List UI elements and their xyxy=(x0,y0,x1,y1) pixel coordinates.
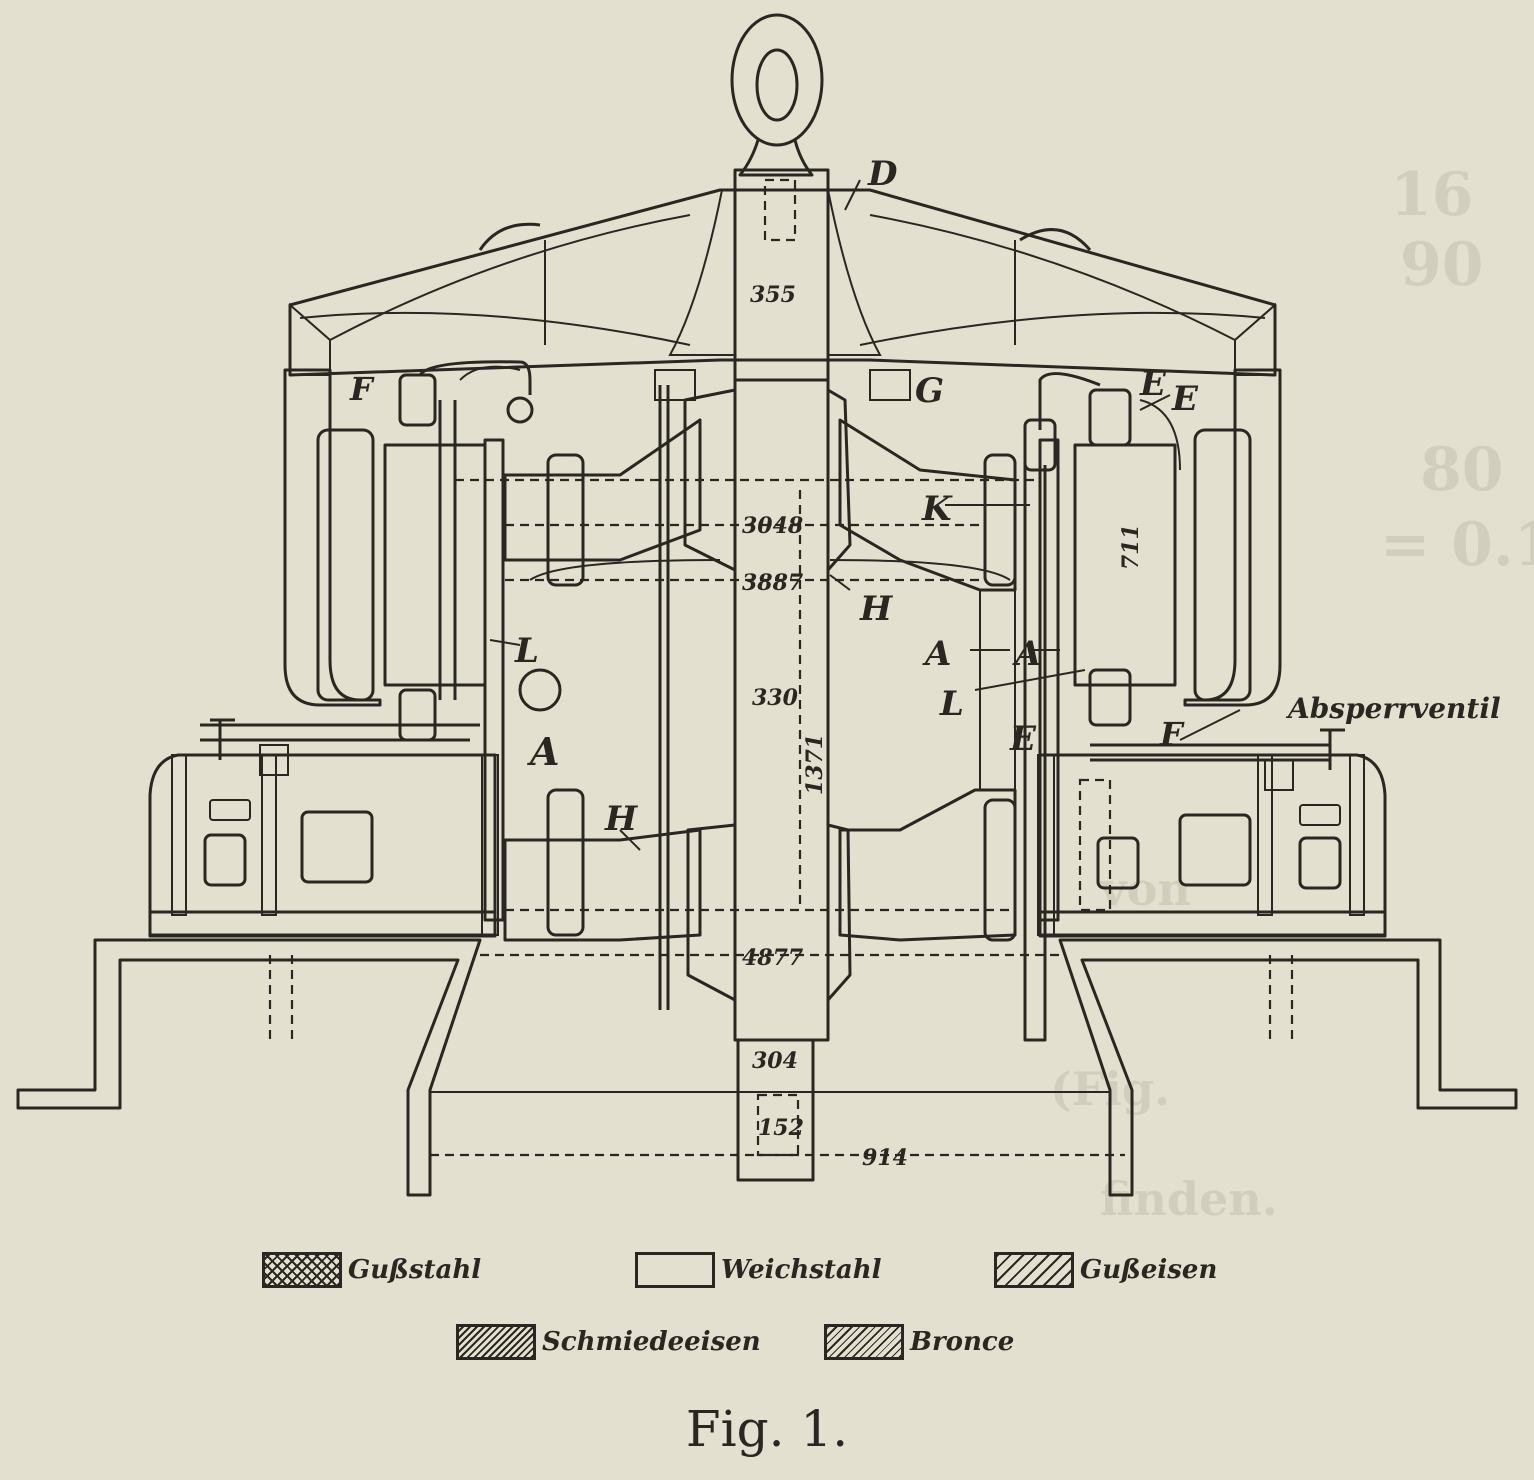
label-E-top-1: E xyxy=(1139,364,1167,404)
legend-item-schmiedeeisen: Schmiedeeisen xyxy=(456,1322,761,1362)
label-D: D xyxy=(867,154,898,194)
legend-label: Gußeisen xyxy=(1080,1255,1218,1285)
label-absperrventil: Absperrventil xyxy=(1285,692,1501,725)
dim-711: 711 xyxy=(1118,524,1144,570)
svg-text:finden.: finden. xyxy=(1100,1172,1278,1226)
leader-lines xyxy=(489,179,1241,851)
base-frame xyxy=(148,753,1387,938)
svg-text:= 0.14: = 0.14 xyxy=(1380,510,1534,580)
legend-swatch-weichstahl xyxy=(635,1252,715,1288)
lifting-eye xyxy=(730,13,824,177)
label-A-left: A xyxy=(527,729,559,774)
rotor xyxy=(483,388,1060,1002)
dim-3048: 3048 xyxy=(742,513,803,539)
legend-item-bronce: Bronce xyxy=(824,1322,1014,1362)
legend-swatch-schmiedeeisen xyxy=(456,1324,536,1360)
legend-label: Bronce xyxy=(910,1327,1015,1357)
dim-355: 355 xyxy=(750,282,796,308)
legend-label: Schmiedeeisen xyxy=(542,1327,761,1357)
label-E-top-2: E xyxy=(1171,379,1199,419)
dim-1371: 1371 xyxy=(802,734,828,795)
dimension-texts: 355 3048 3887 330 1371 711 4877 304 152 … xyxy=(742,282,1144,1171)
dim-4877: 4877 xyxy=(742,945,804,971)
svg-text:16: 16 xyxy=(1390,160,1474,230)
svg-text:90: 90 xyxy=(1400,230,1484,300)
legend-swatch-gusseisen xyxy=(994,1252,1074,1288)
shaft xyxy=(455,168,1060,1182)
part-labels: D F G E E K H H L L A A A E F Absperrven… xyxy=(349,154,1501,839)
label-F-right: F xyxy=(1159,715,1185,753)
label-A-right-2: A xyxy=(1012,634,1041,674)
label-L-right: L xyxy=(939,684,964,724)
dim-914: 914 xyxy=(862,1145,908,1171)
label-A-right-1: A xyxy=(922,634,951,674)
legend-item-weichstahl: Weichstahl xyxy=(635,1250,882,1290)
svg-text:80: 80 xyxy=(1420,435,1504,505)
label-L-left: L xyxy=(514,631,539,671)
foundation xyxy=(16,938,1518,1197)
piping xyxy=(200,360,1345,1042)
label-E-right: E xyxy=(1009,719,1037,759)
legend-swatch-bronce xyxy=(824,1324,904,1360)
label-F-left: F xyxy=(349,370,375,408)
legend-item-gussstahl: Gußstahl xyxy=(262,1250,481,1290)
label-H-upper: H xyxy=(859,589,894,629)
figure-caption: Fig. 1. xyxy=(685,1400,849,1458)
legend-swatch-gussstahl xyxy=(262,1252,342,1288)
label-G: G xyxy=(915,371,944,411)
dim-330: 330 xyxy=(752,685,799,711)
dim-152: 152 xyxy=(758,1115,804,1141)
label-K: K xyxy=(921,489,953,529)
top-cover xyxy=(288,188,1277,377)
legend-label: Weichstahl xyxy=(721,1255,882,1285)
dim-3887: 3887 xyxy=(742,570,804,596)
legend-label: Gußstahl xyxy=(348,1255,482,1285)
legend-item-gusseisen: Gußeisen xyxy=(994,1250,1217,1290)
dim-304: 304 xyxy=(752,1048,798,1074)
label-H-lower: H xyxy=(604,799,639,839)
